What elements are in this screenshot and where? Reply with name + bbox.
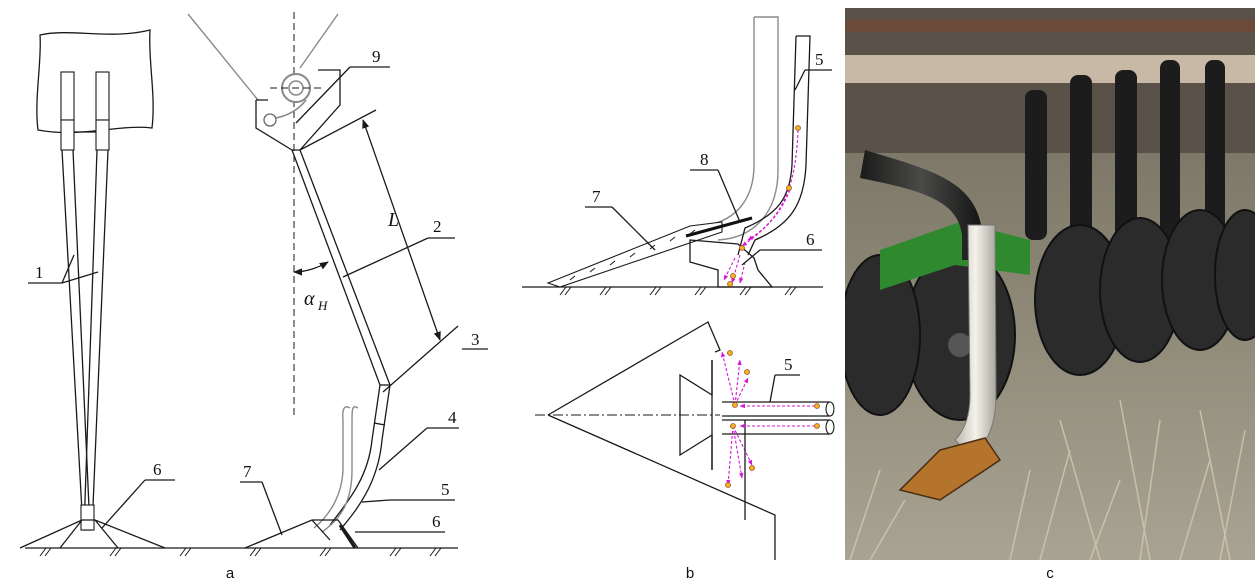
label-7-a: 7 bbox=[240, 462, 283, 536]
plate-8 bbox=[685, 216, 753, 238]
svg-text:8: 8 bbox=[700, 150, 709, 169]
ground-hatching-b bbox=[559, 286, 797, 296]
caption-c: c bbox=[1046, 565, 1054, 582]
label-5-b-bottom: 5 bbox=[769, 355, 800, 403]
label-4: 4 bbox=[378, 408, 459, 471]
frame-body bbox=[36, 29, 154, 134]
label-6-left: 6 bbox=[101, 460, 175, 529]
length-symbol: L bbox=[387, 209, 399, 231]
funnel-line-left bbox=[187, 13, 259, 101]
opener-b bbox=[689, 239, 774, 288]
label-8-b: 8 bbox=[690, 150, 741, 223]
opener-left bbox=[19, 519, 166, 549]
shank-b bbox=[707, 16, 779, 241]
label-6-a-right: 6 bbox=[355, 512, 445, 533]
dim-extension-bottom bbox=[382, 325, 459, 393]
svg-text:6: 6 bbox=[432, 512, 441, 531]
svg-text:7: 7 bbox=[592, 187, 601, 206]
seed-dots-b-side bbox=[727, 125, 801, 287]
angle-arc bbox=[293, 261, 329, 276]
svg-text:1: 1 bbox=[35, 263, 44, 282]
svg-text:9: 9 bbox=[372, 47, 381, 66]
springs bbox=[1025, 60, 1225, 260]
dim-extension-top bbox=[299, 109, 377, 151]
label-3: 3 bbox=[462, 330, 488, 350]
svg-text:3: 3 bbox=[471, 330, 480, 349]
svg-text:5: 5 bbox=[441, 480, 450, 499]
seed-meter bbox=[263, 73, 322, 127]
svg-text:4: 4 bbox=[448, 408, 457, 427]
tube-plan bbox=[722, 401, 830, 435]
dim-line-L bbox=[362, 119, 441, 341]
seed-hoses bbox=[860, 150, 982, 260]
stubble bbox=[849, 399, 1246, 560]
label-2: 2 bbox=[342, 217, 455, 278]
sweep-7 bbox=[244, 519, 359, 549]
boot-tube-5 bbox=[329, 439, 383, 531]
sweep-shank bbox=[313, 406, 359, 533]
label-7-b: 7 bbox=[585, 187, 656, 251]
label-5-b-top: 5 bbox=[794, 50, 832, 91]
svg-text:2: 2 bbox=[433, 217, 442, 236]
svg-text:6: 6 bbox=[806, 230, 815, 249]
boot-tube-b bbox=[737, 35, 811, 256]
angle-subscript: H bbox=[317, 298, 328, 313]
ground-hatching-a bbox=[39, 547, 442, 557]
label-6-b: 6 bbox=[741, 230, 822, 266]
sweep-dark-edge bbox=[338, 524, 357, 549]
twin-tubes-left bbox=[60, 71, 110, 531]
label-1: 1 bbox=[28, 254, 99, 284]
panel-c-photo: c bbox=[845, 8, 1255, 582]
label-9: 9 bbox=[295, 47, 390, 124]
photo-sweep bbox=[898, 437, 1002, 501]
sweep-plan bbox=[547, 321, 776, 560]
svg-text:5: 5 bbox=[815, 50, 824, 69]
angle-symbol: α bbox=[304, 288, 315, 310]
svg-text:5: 5 bbox=[784, 355, 793, 374]
caption-a: a bbox=[226, 565, 235, 582]
panel-b: 5 8 7 6 bbox=[522, 16, 835, 582]
caption-b: b bbox=[686, 565, 694, 582]
funnel-line-right bbox=[299, 13, 339, 69]
svg-text:6: 6 bbox=[153, 460, 162, 479]
flow-arrows-b-side bbox=[723, 129, 799, 284]
label-5-a: 5 bbox=[361, 480, 455, 503]
panel-a: 1 6 α bbox=[19, 12, 488, 582]
flow-arrows-b-plan bbox=[721, 351, 815, 486]
sweep-b-hatch bbox=[569, 229, 696, 281]
seed-dots-b-plan bbox=[725, 350, 820, 488]
svg-text:7: 7 bbox=[243, 462, 252, 481]
